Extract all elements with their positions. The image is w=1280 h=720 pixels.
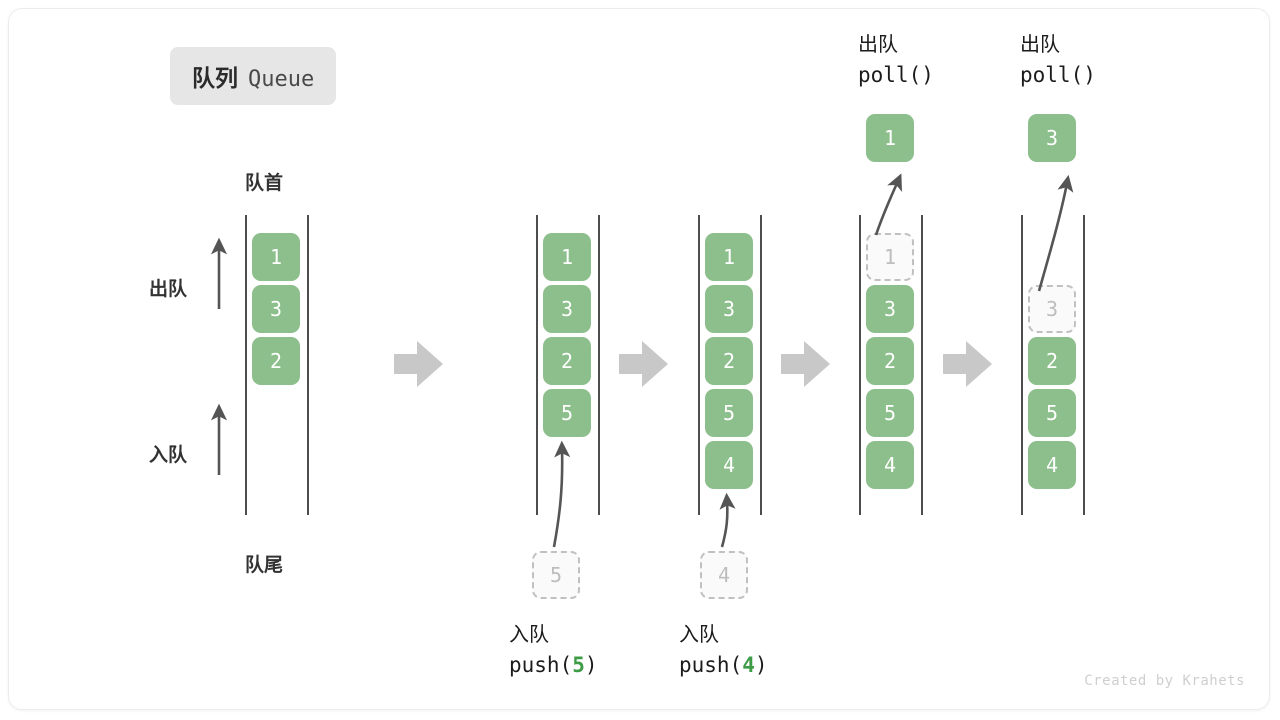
cell-col2-3: 5 xyxy=(543,389,591,437)
rail-col4-left xyxy=(859,215,861,515)
cell-col2-1: 3 xyxy=(543,285,591,333)
cell-col3-0: 1 xyxy=(705,233,753,281)
diagram-title-badge: 队列 Queue xyxy=(170,47,337,105)
rail-col5-left xyxy=(1021,215,1023,515)
cell-col3-3: 5 xyxy=(705,389,753,437)
incoming-cell-col3: 4 xyxy=(700,551,748,599)
flow-arrow-step-3-to-4 xyxy=(781,341,830,387)
push-label-col2-cn: 入队 xyxy=(509,624,549,646)
cell-col4-3: 5 xyxy=(866,389,914,437)
rail-col4-right xyxy=(921,215,923,515)
rail-col1-right xyxy=(307,215,309,515)
cell-col2-2: 2 xyxy=(543,337,591,385)
poll-label-col4-cn: 出队 xyxy=(858,34,898,56)
flow-arrow-step-2-to-3 xyxy=(619,341,668,387)
rail-col3-left xyxy=(698,215,700,515)
diagram-stage: 队列 Queue 队首 队尾 出队 入队 1 3 2 1 3 2 5 5 1 3… xyxy=(9,9,1269,709)
cell-col4-4: 4 xyxy=(866,441,914,489)
dequeue-direction-label: 出队 xyxy=(149,279,188,300)
rail-col1-left xyxy=(245,215,247,515)
push-arg-col3: 4 xyxy=(742,653,755,677)
arrow-overlay xyxy=(210,173,1074,548)
cell-col2-0: 1 xyxy=(543,233,591,281)
poll-label-col4-code: poll() xyxy=(858,63,934,87)
rail-col2-right xyxy=(598,215,600,515)
poll-label-col4: 出队 poll() xyxy=(858,31,934,90)
rail-col3-right xyxy=(760,215,762,515)
title-en: Queue xyxy=(248,67,315,92)
cell-col5-2: 5 xyxy=(1028,389,1076,437)
cell-col4-2: 2 xyxy=(866,337,914,385)
cell-col3-2: 2 xyxy=(705,337,753,385)
popped-cell-col5: 3 xyxy=(1028,114,1076,162)
flow-arrow-step-4-to-5 xyxy=(943,341,992,387)
rail-col5-right xyxy=(1083,215,1085,515)
push-arrow-col3 xyxy=(719,492,736,548)
cell-col3-1: 3 xyxy=(705,285,753,333)
cell-col5-0-ghost: 3 xyxy=(1028,285,1076,333)
flow-arrow-step-1-to-2 xyxy=(394,341,443,387)
poll-arrow-col5 xyxy=(1037,174,1074,292)
cell-col5-1: 2 xyxy=(1028,337,1076,385)
poll-label-col5: 出队 poll() xyxy=(1020,31,1096,90)
front-label: 队首 xyxy=(245,173,284,194)
poll-arrow-col4 xyxy=(874,173,902,236)
title-cn: 队列 xyxy=(192,65,238,91)
cell-col1-0: 1 xyxy=(252,233,300,281)
cell-col5-3: 4 xyxy=(1028,441,1076,489)
push-label-col2-code: push(5) xyxy=(509,653,598,677)
cell-col4-0-ghost: 1 xyxy=(866,233,914,281)
popped-cell-col4: 1 xyxy=(866,114,914,162)
watermark: Created by Krahets xyxy=(1084,673,1245,689)
diagram-card: 队列 Queue 队首 队尾 出队 入队 1 3 2 1 3 2 5 5 1 3… xyxy=(8,8,1270,710)
enqueue-direction-label: 入队 xyxy=(149,445,188,466)
push-label-col3-code: push(4) xyxy=(679,653,768,677)
push-arg-col2: 5 xyxy=(572,653,585,677)
cell-col4-1: 3 xyxy=(866,285,914,333)
push-label-col2: 入队 push(5) xyxy=(509,621,598,680)
cell-col1-2: 2 xyxy=(252,337,300,385)
incoming-cell-col2: 5 xyxy=(532,551,580,599)
cell-col1-1: 3 xyxy=(252,285,300,333)
rail-col2-left xyxy=(536,215,538,515)
rear-label: 队尾 xyxy=(245,555,284,576)
push-label-col3: 入队 push(4) xyxy=(679,621,768,680)
push-label-col3-cn: 入队 xyxy=(679,624,719,646)
cell-col3-4: 4 xyxy=(705,441,753,489)
poll-label-col5-code: poll() xyxy=(1020,63,1096,87)
push-arrow-col2 xyxy=(552,440,571,548)
poll-label-col5-cn: 出队 xyxy=(1020,34,1060,56)
